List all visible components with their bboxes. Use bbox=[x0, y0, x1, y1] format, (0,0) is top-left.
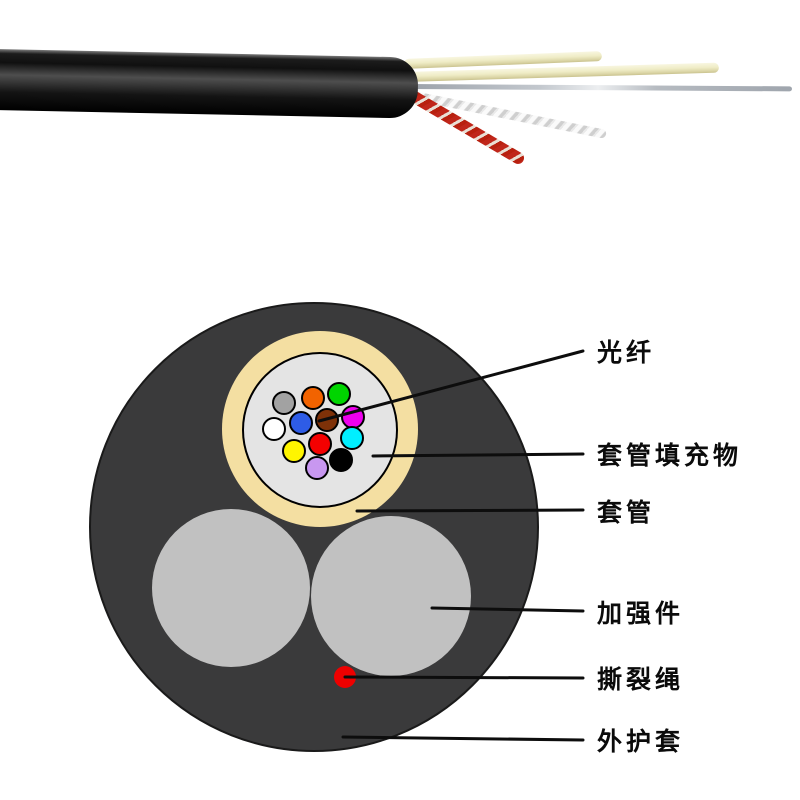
fiber-dot-orange bbox=[301, 386, 325, 410]
label-tube: 套管 bbox=[597, 499, 656, 527]
rip-cord-red bbox=[402, 86, 527, 167]
loose-tube-wire bbox=[403, 84, 793, 92]
label-rip-cord: 撕裂绳 bbox=[597, 666, 685, 694]
fiber-dot-white bbox=[262, 417, 286, 441]
label-fiber: 光纤 bbox=[597, 339, 656, 367]
strength-member-left bbox=[152, 509, 310, 667]
fiber-dot-aqua bbox=[340, 426, 364, 450]
fiber-dot-yellow bbox=[282, 439, 306, 463]
cable-jacket bbox=[0, 49, 419, 119]
fiber-dot-brown bbox=[315, 408, 339, 432]
fiber-dot-blue bbox=[289, 411, 313, 435]
fiber-dot-slate bbox=[272, 391, 296, 415]
fiber-dot-black bbox=[329, 448, 353, 472]
rip-cord-dot bbox=[334, 666, 356, 688]
cable-photo bbox=[0, 0, 800, 180]
label-strength-member: 加强件 bbox=[597, 600, 685, 628]
fiber-dot-violet bbox=[305, 456, 329, 480]
fiber-dot-green bbox=[327, 382, 351, 406]
label-outer-sheath: 外护套 bbox=[597, 728, 685, 756]
fiber-dot-red bbox=[308, 432, 332, 456]
label-tube-filler: 套管填充物 bbox=[597, 442, 743, 470]
strength-member-right bbox=[311, 516, 471, 676]
